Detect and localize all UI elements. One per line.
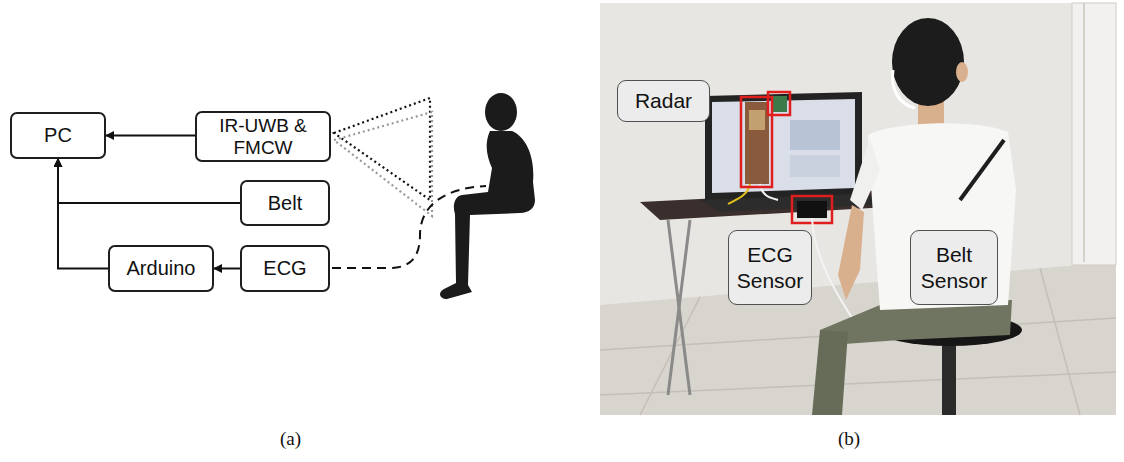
connector-arrow <box>58 159 240 203</box>
tile-line <box>640 297 700 415</box>
table <box>640 190 906 395</box>
sleeve <box>850 138 880 210</box>
laptop-lid <box>705 92 862 200</box>
person-body <box>440 131 535 299</box>
callout-label: Belt Sensor <box>910 230 998 305</box>
setup-photo <box>600 3 1116 415</box>
connector-arrow <box>58 159 108 269</box>
person-head <box>485 93 517 131</box>
wall <box>600 3 1116 415</box>
radar-board <box>745 102 769 184</box>
screen-window <box>790 120 840 150</box>
laptop-screen <box>712 99 855 193</box>
person-silhouette <box>440 93 535 299</box>
node-text: PC <box>44 124 72 146</box>
node-text: ECG Sensor <box>735 242 805 292</box>
process-box: IR-UWB & FMCW <box>195 111 331 162</box>
highlight-box <box>768 92 790 115</box>
node-text: IR-UWB & FMCW <box>203 115 323 158</box>
person <box>812 18 1016 415</box>
tile-line <box>1040 268 1080 415</box>
tile-line <box>600 372 1116 395</box>
process-box: Arduino <box>108 245 214 292</box>
ear <box>956 62 968 82</box>
radar-module <box>771 96 787 112</box>
hair <box>892 18 964 106</box>
connector-arrow <box>106 135 195 137</box>
radar-hardware <box>728 92 790 204</box>
ecg-device <box>797 201 827 218</box>
ecg-lead-wire <box>332 186 486 268</box>
radar-chip <box>749 110 765 130</box>
screen-window <box>790 155 840 177</box>
callout-label: Radar <box>617 80 710 122</box>
panel-label: (b) <box>838 428 860 450</box>
radar-beam <box>334 98 430 200</box>
belt-strap <box>960 140 1004 200</box>
stool-post <box>942 335 956 415</box>
process-box: Belt <box>240 180 330 226</box>
pants-leg <box>812 330 848 415</box>
node-text: Arduino <box>127 257 196 279</box>
panel-label: (a) <box>280 428 301 450</box>
table-leg <box>668 220 690 395</box>
node-text: Radar <box>635 88 692 113</box>
table-leg <box>668 220 690 395</box>
process-box: PC <box>10 112 106 159</box>
callout-label: ECG Sensor <box>728 230 812 305</box>
node-text: Belt <box>268 192 302 214</box>
radar-beam <box>334 112 432 216</box>
door <box>1072 3 1116 265</box>
connector-arrow <box>214 268 240 270</box>
process-box: ECG <box>240 245 330 292</box>
node-text: Belt Sensor <box>917 242 991 292</box>
arm <box>838 205 864 300</box>
node-text: ECG <box>263 257 306 279</box>
radar-beam <box>334 98 432 216</box>
laptop <box>700 92 890 212</box>
door-frame <box>1083 3 1085 262</box>
t-shirt <box>868 123 1016 310</box>
mask-strap <box>892 70 915 108</box>
